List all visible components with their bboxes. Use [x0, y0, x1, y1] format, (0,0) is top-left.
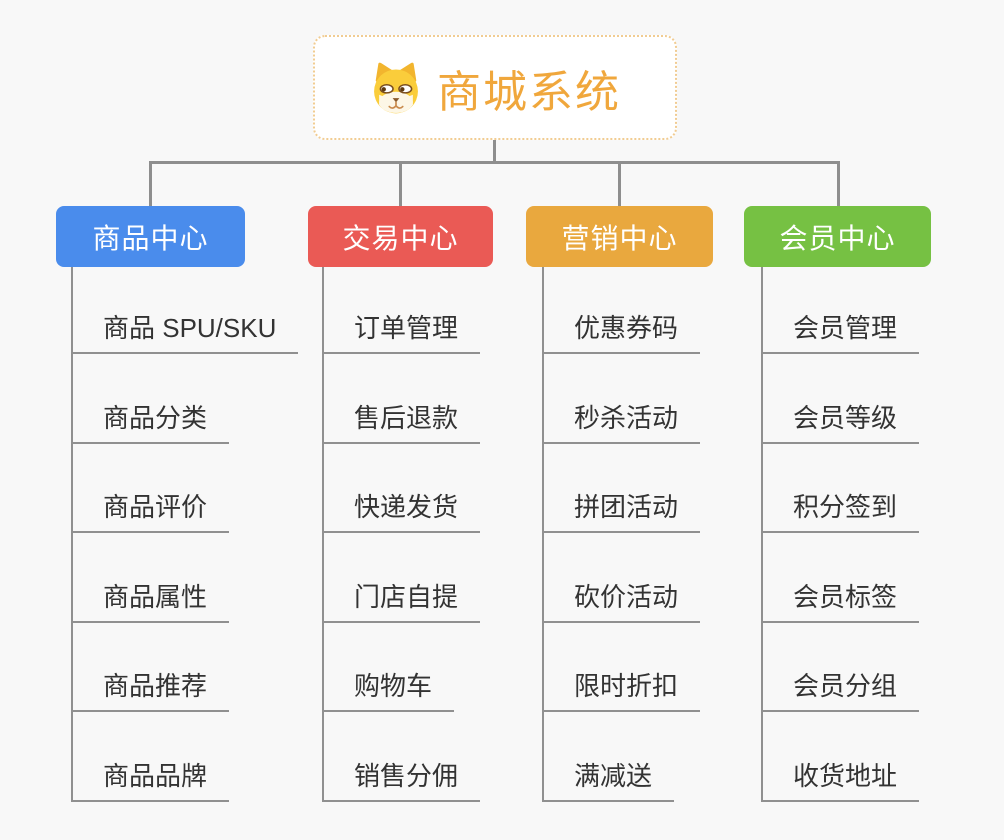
- child-node[interactable]: 限时折扣: [544, 623, 701, 712]
- branch-node-member-center[interactable]: 会员中心: [744, 206, 931, 267]
- child-node[interactable]: 会员等级: [763, 354, 920, 444]
- child-node[interactable]: 快递发货: [324, 444, 481, 533]
- child-node[interactable]: 购物车: [324, 623, 455, 712]
- branch-children-trade-center: 订单管理 售后退款 快递发货 门店自提 购物车 销售分佣: [322, 267, 481, 802]
- dog-icon: [374, 62, 418, 113]
- drop-connector-4: [837, 161, 840, 206]
- branch-bus-connector: [149, 161, 840, 164]
- child-node[interactable]: 满减送: [544, 712, 675, 802]
- branch-children-marketing-center: 优惠券码 秒杀活动 拼团活动 砍价活动 限时折扣 满减送: [542, 267, 701, 802]
- root-title: 商城系统: [437, 67, 621, 117]
- child-node[interactable]: 订单管理: [324, 267, 481, 354]
- drop-connector-3: [618, 161, 621, 206]
- child-node[interactable]: 砍价活动: [544, 533, 701, 623]
- drop-connector-1: [149, 161, 152, 206]
- child-node[interactable]: 商品属性: [73, 533, 230, 623]
- child-node[interactable]: 商品 SPU/SKU: [73, 267, 299, 354]
- child-node[interactable]: 收货地址: [763, 712, 920, 802]
- root-stem-connector: [493, 140, 496, 161]
- branch-children-product-center: 商品 SPU/SKU 商品分类 商品评价 商品属性 商品推荐 商品品牌: [71, 267, 299, 802]
- child-node[interactable]: 会员分组: [763, 623, 920, 712]
- root-node[interactable]: 商城系统: [313, 35, 677, 140]
- child-node[interactable]: 会员管理: [763, 267, 920, 354]
- child-node[interactable]: 商品推荐: [73, 623, 230, 712]
- child-node[interactable]: 售后退款: [324, 354, 481, 444]
- child-node[interactable]: 商品评价: [73, 444, 230, 533]
- drop-connector-2: [399, 161, 402, 206]
- branch-children-member-center: 会员管理 会员等级 积分签到 会员标签 会员分组 收货地址: [761, 267, 920, 802]
- child-node[interactable]: 会员标签: [763, 533, 920, 623]
- branch-node-marketing-center[interactable]: 营销中心: [526, 206, 713, 267]
- child-node[interactable]: 销售分佣: [324, 712, 481, 802]
- child-node[interactable]: 拼团活动: [544, 444, 701, 533]
- branch-node-trade-center[interactable]: 交易中心: [308, 206, 493, 267]
- branch-node-product-center[interactable]: 商品中心: [56, 206, 245, 267]
- child-node[interactable]: 秒杀活动: [544, 354, 701, 444]
- child-node[interactable]: 积分签到: [763, 444, 920, 533]
- child-node[interactable]: 优惠券码: [544, 267, 701, 354]
- child-node[interactable]: 商品品牌: [73, 712, 230, 802]
- child-node[interactable]: 门店自提: [324, 533, 481, 623]
- child-node[interactable]: 商品分类: [73, 354, 230, 444]
